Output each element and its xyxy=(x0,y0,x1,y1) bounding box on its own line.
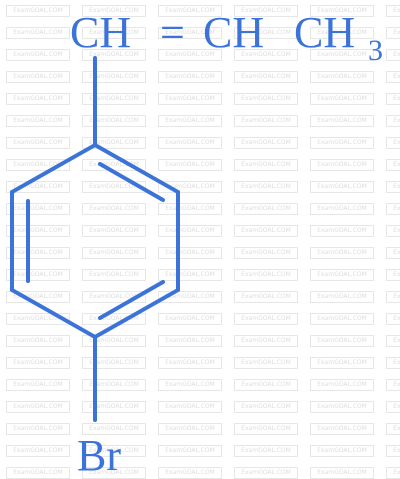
label-double-bond: = xyxy=(160,8,185,57)
label-ch3: CH xyxy=(294,8,355,57)
ring-double-bond-bottom-right xyxy=(98,280,165,320)
label-br: Br xyxy=(77,431,121,479)
ring-double-bond-top xyxy=(98,162,165,202)
benzene-ring xyxy=(10,142,180,340)
label-ch-1: CH xyxy=(70,8,131,57)
label-ch3-subscript: 3 xyxy=(368,34,383,67)
label-ch-2: CH xyxy=(203,8,264,57)
